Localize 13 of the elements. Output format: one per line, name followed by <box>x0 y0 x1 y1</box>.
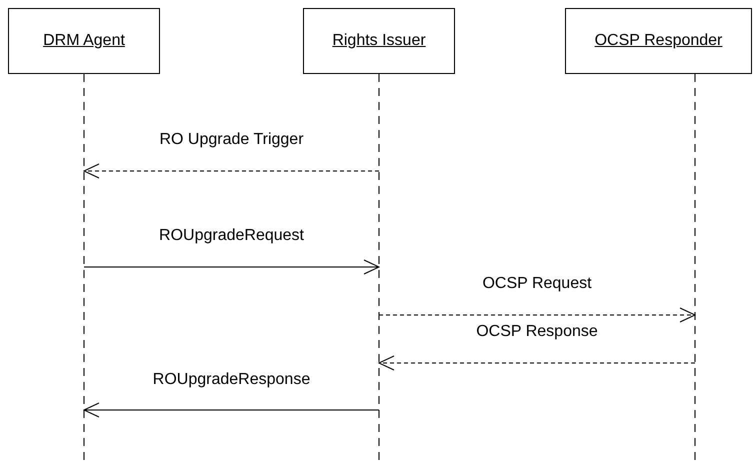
message-arrow <box>378 356 696 370</box>
message-arrow <box>84 260 380 274</box>
participant-name: Rights Issuer <box>332 32 426 50</box>
message-arrow <box>378 308 696 322</box>
message-arrow <box>84 164 380 178</box>
participant-name: DRM Agent <box>43 32 125 50</box>
message-label: ROUpgradeResponse <box>152 370 310 390</box>
message-label: OCSP Response <box>476 322 598 342</box>
message-label: ROUpgradeRequest <box>159 226 304 246</box>
message-label: OCSP Request <box>482 274 592 294</box>
message-label: RO Upgrade Trigger <box>159 130 304 150</box>
message-arrow <box>84 402 380 418</box>
participant-name: OCSP Responder <box>594 32 722 50</box>
